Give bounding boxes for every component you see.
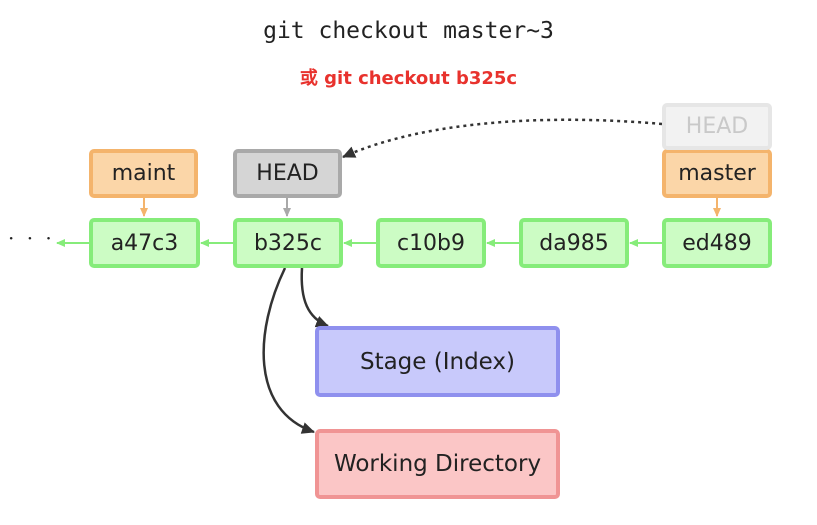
alternative-command: 或 git checkout b325c [299, 68, 518, 89]
head-label: HEAD [233, 149, 342, 198]
commit-a47c3: a47c3 [89, 218, 200, 268]
history-ellipsis: · · · [8, 226, 55, 250]
head-move-arrow [342, 118, 663, 159]
command-title: git checkout master~3 [263, 18, 554, 44]
stage-index-box: Stage (Index) [315, 326, 560, 397]
checkout-to-stage-arrow [300, 267, 329, 328]
head-label-previous: HEAD [662, 103, 772, 150]
commit-da985: da985 [519, 218, 629, 268]
checkout-to-workdir-arrow [262, 267, 315, 434]
commit-ed489: ed489 [662, 218, 772, 268]
commit-b325c: b325c [233, 218, 343, 268]
branch-master: master [662, 149, 772, 198]
branch-maint: maint [89, 149, 198, 198]
commit-c10b9: c10b9 [376, 218, 486, 268]
working-directory-box: Working Directory [315, 429, 560, 499]
